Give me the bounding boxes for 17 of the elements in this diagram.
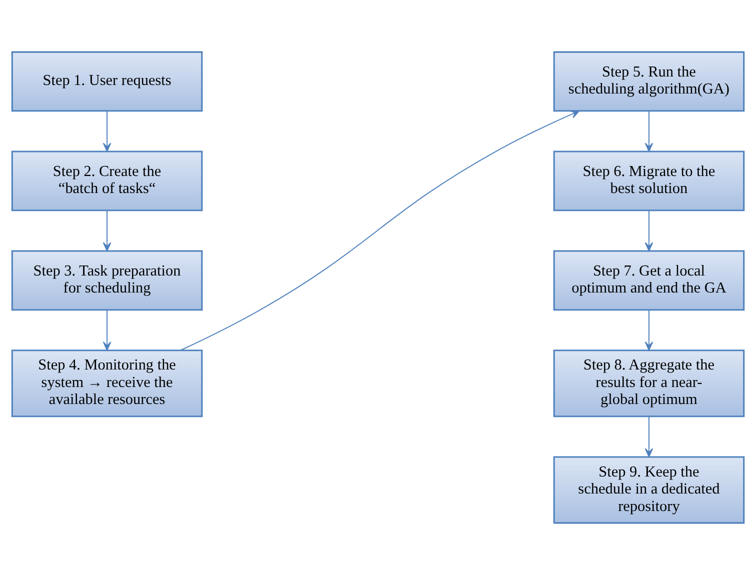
node-box: Step 9. Keep the schedule in a dedicated repository [553,456,745,524]
node-box: Step 3. Task preparation for scheduling [11,250,203,311]
node-box: Step 5. Run the scheduling algorithm(GA) [553,51,745,112]
arrow [102,210,112,252]
node-box: Step 7. Get a local optimum and end the GA [553,250,745,311]
node-box: Step 8. Aggregate the results for a near-global optimum [553,350,745,418]
arrow [102,310,112,351]
node-box: Step 1. User requests [11,51,203,112]
arrow [644,110,654,152]
arrow [102,110,112,152]
arrow [644,310,654,351]
arrow [644,416,654,458]
arrow [644,210,654,252]
node-box: Step 6. Migrate to the best solution [553,150,745,212]
arrow [180,110,580,351]
node-box: Step 4. Monitoring the system → receive the available resources [11,350,203,418]
node-box: Step 2. Create the “batch of tasks“ [11,150,203,212]
